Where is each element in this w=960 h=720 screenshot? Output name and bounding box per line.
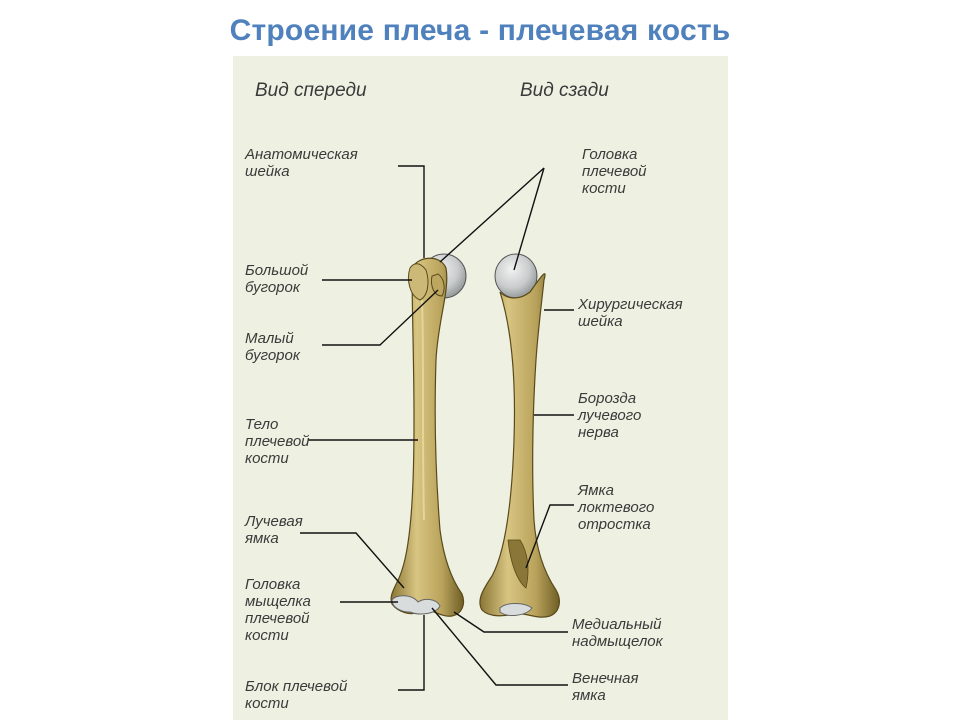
front-condyle-cartilage xyxy=(391,595,441,615)
label-greater-tubercle: Большой бугорок xyxy=(245,262,309,296)
leader-anatomical-neck xyxy=(398,165,425,258)
label-radial-fossa: Лучевая ямка xyxy=(245,513,303,547)
label-coronoid-fossa: Венечная ямка xyxy=(572,670,639,704)
leader-lines-right xyxy=(431,167,574,686)
back-shaft xyxy=(479,273,560,618)
leader-head-front xyxy=(439,167,545,263)
label-medial-epicondyle: Медиальный надмыщелок xyxy=(572,616,663,650)
diagram-panel xyxy=(233,56,728,720)
label-olecranon-fossa: Ямка локтевого отростка xyxy=(578,482,655,533)
leader-medial-epicondyle xyxy=(453,611,568,633)
label-anatomical-neck: Анатомическая шейка xyxy=(245,146,358,180)
front-shaft xyxy=(390,257,465,617)
front-shaft-highlight xyxy=(421,299,425,521)
label-lesser-tubercle: Малый бугорок xyxy=(245,330,300,364)
front-greater-tubercle xyxy=(407,263,429,301)
leader-trochlea xyxy=(398,615,425,691)
label-surgical-neck: Хирургическая шейка xyxy=(578,296,683,330)
label-humerus-body: Тело плечевой кости xyxy=(245,416,310,467)
back-view-caption: Вид сзади xyxy=(520,80,609,101)
back-olecranon-fossa xyxy=(507,539,529,589)
label-humeral-head: Головка плечевой кости xyxy=(582,146,647,197)
back-trochlea-cartilage xyxy=(499,603,533,616)
label-radial-groove: Борозда лучевого нерва xyxy=(578,390,642,441)
back-view-bone xyxy=(479,253,560,618)
front-view-bone xyxy=(390,253,467,617)
front-lesser-tubercle xyxy=(431,273,445,297)
front-view-caption: Вид спереди xyxy=(255,80,367,101)
label-trochlea: Блок плечевой кости xyxy=(245,678,348,712)
leader-olecranon-fossa xyxy=(525,504,574,569)
label-capitulum: Головка мыщелка плечевой кости xyxy=(245,576,311,644)
leader-radial-fossa xyxy=(300,532,405,589)
leader-lines-left xyxy=(300,165,439,691)
slide-title: Строение плеча - плечевая кость xyxy=(229,14,731,47)
leader-coronoid-fossa xyxy=(431,607,568,686)
leader-lesser-tubercle xyxy=(322,289,439,346)
leader-head-back xyxy=(513,167,545,271)
